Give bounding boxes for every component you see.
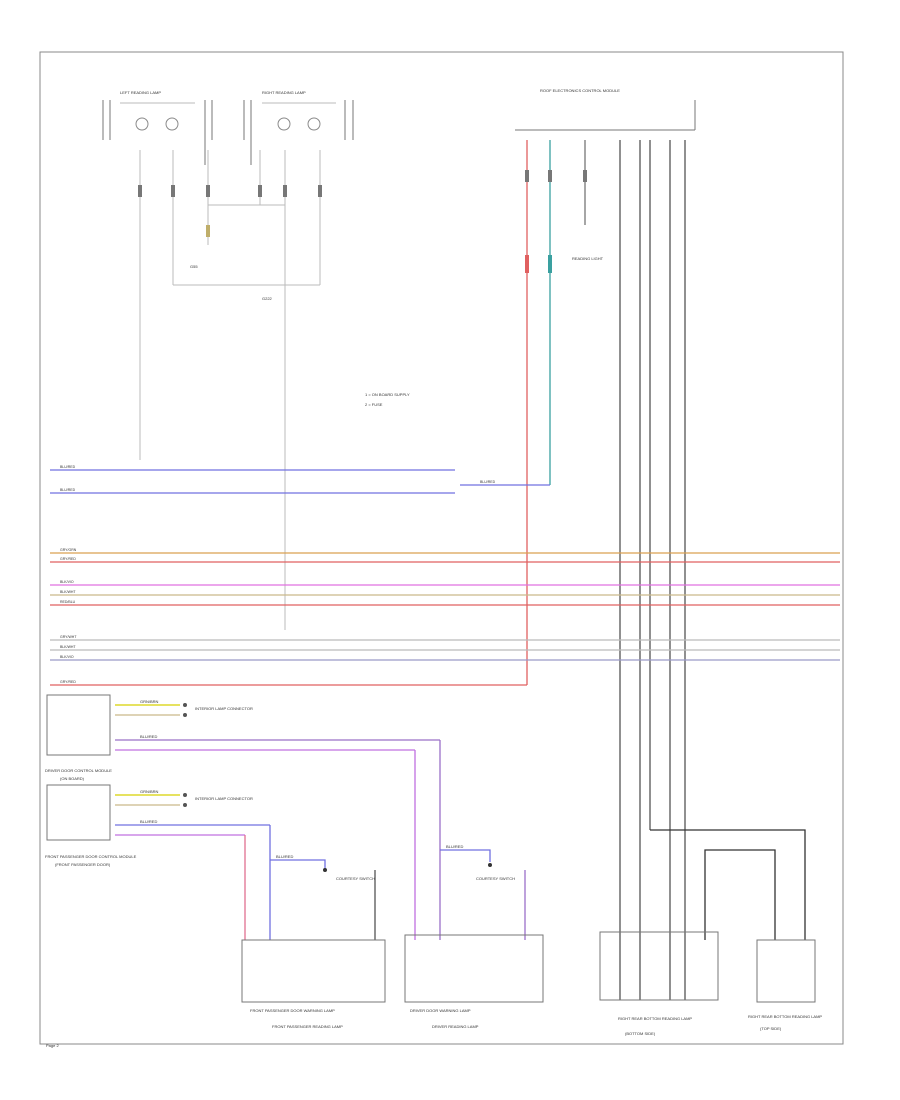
driver-door-module: INTERIOR LAMP CONNECTOR GRN/BRN BLU/RED … <box>45 694 440 781</box>
wire-label-6: BLK/VIO <box>60 580 74 584</box>
wire-label-14: BLU/RED <box>140 734 157 739</box>
rear-reading-lamp-top: RIGHT REAR BOTTOM READING LAMP (TOP SIDE… <box>748 939 822 1031</box>
diagram-border <box>39 51 844 1045</box>
driver-module-sublabel: (ON BOARD) <box>60 776 85 781</box>
wire-label-18: BLU/RED <box>446 844 463 849</box>
left-lamp-label: LEFT READING LAMP <box>120 90 161 95</box>
driver-module-label: DRIVER DOOR CONTROL MODULE <box>45 768 112 773</box>
lamp-wires <box>139 150 321 630</box>
wire-label-12: GRY/RED <box>60 680 76 684</box>
pass-module-label: FRONT PASSENGER DOOR CONTROL MODULE <box>45 854 137 859</box>
legend-1: 1 = ON BOARD SUPPLY <box>365 392 410 397</box>
right-reading-lamp: RIGHT READING LAMP <box>243 90 354 165</box>
rear-module-label: RIGHT REAR BOTTOM READING LAMP <box>618 1016 692 1021</box>
wire-label-17: BLU/RED <box>276 854 293 859</box>
wire-label-8: RED/BLU <box>60 600 76 604</box>
passenger-door-module: INTERIOR LAMP CONNECTOR GRN/BRN BLU/RED … <box>45 784 270 867</box>
wire-label-11: BLK/VIO <box>60 655 74 659</box>
rear-module2-sublabel: (TOP SIDE) <box>760 1026 782 1031</box>
ground-right-label: G222 <box>262 296 273 301</box>
wire-label-16: BLU/RED <box>140 819 157 824</box>
bus-wires <box>50 469 840 686</box>
wire-label-9: GRY/WHT <box>60 635 77 639</box>
rear-reading-lamp-bottom: RIGHT REAR BOTTOM READING LAMP (BOTTOM S… <box>599 829 806 1036</box>
page-label: Page 2 <box>46 1043 59 1048</box>
reading-light-label: READING LIGHT <box>572 256 604 261</box>
driver-lamp-sublabel: DRIVER READING LAMP <box>432 1024 479 1029</box>
driver-lamp-unit: DRIVER DOOR WARNING LAMP DRIVER READING … <box>404 934 544 1029</box>
rear-module-sublabel: (BOTTOM SIDE) <box>625 1031 656 1036</box>
ground-left-label: G55 <box>190 264 198 269</box>
roof-electronics-module: ROOF ELECTRONICS CONTROL MODULE <box>515 88 696 131</box>
lamp-feed-wires <box>244 740 526 940</box>
wire-label-7: BLK/WHT <box>60 590 76 594</box>
courtesy-switch-2: COURTESY SWITCH <box>476 876 515 881</box>
front-passenger-lamp-unit: FRONT PASSENGER DOOR WARNING LAMP FRONT … <box>241 939 386 1029</box>
wire-label-4: GRY/GRN <box>60 548 77 552</box>
pass-connector-label: INTERIOR LAMP CONNECTOR <box>195 796 253 801</box>
left-reading-lamp: LEFT READING LAMP <box>102 90 213 165</box>
wire-labels: BLU/RED BLU/RED BLU/RED GRY/GRN GRY/RED … <box>60 465 496 684</box>
rear-module2-label: RIGHT REAR BOTTOM READING LAMP <box>748 1014 822 1019</box>
wire-label-3: BLU/RED <box>480 480 496 484</box>
driver-lamp-label: DRIVER DOOR WARNING LAMP <box>410 1008 471 1013</box>
wire-label-13: GRN/BRN <box>140 699 159 704</box>
wire-label-15: GRN/BRN <box>140 789 159 794</box>
wire-label-1: BLU/RED <box>60 465 76 469</box>
wire-label-2: BLU/RED <box>60 488 76 492</box>
roof-module-label: ROOF ELECTRONICS CONTROL MODULE <box>540 88 620 93</box>
wire-label-5: GRY/RED <box>60 557 76 561</box>
legend-2: 2 = FUSE <box>365 402 383 407</box>
wire-label-10: BLK/WHT <box>60 645 76 649</box>
right-lamp-label: RIGHT READING LAMP <box>262 90 306 95</box>
front-pass-lamp-sublabel: FRONT PASSENGER READING LAMP <box>272 1024 343 1029</box>
roof-connectors <box>525 170 587 273</box>
courtesy-switch-1: COURTESY SWITCH <box>336 876 375 881</box>
roof-module-wires <box>526 140 686 1000</box>
front-pass-lamp-label: FRONT PASSENGER DOOR WARNING LAMP <box>250 1008 335 1013</box>
driver-connector-label: INTERIOR LAMP CONNECTOR <box>195 706 253 711</box>
pass-module-sublabel: (FRONT PASSENGER DOOR) <box>55 862 111 867</box>
lamp-connectors <box>138 185 322 237</box>
